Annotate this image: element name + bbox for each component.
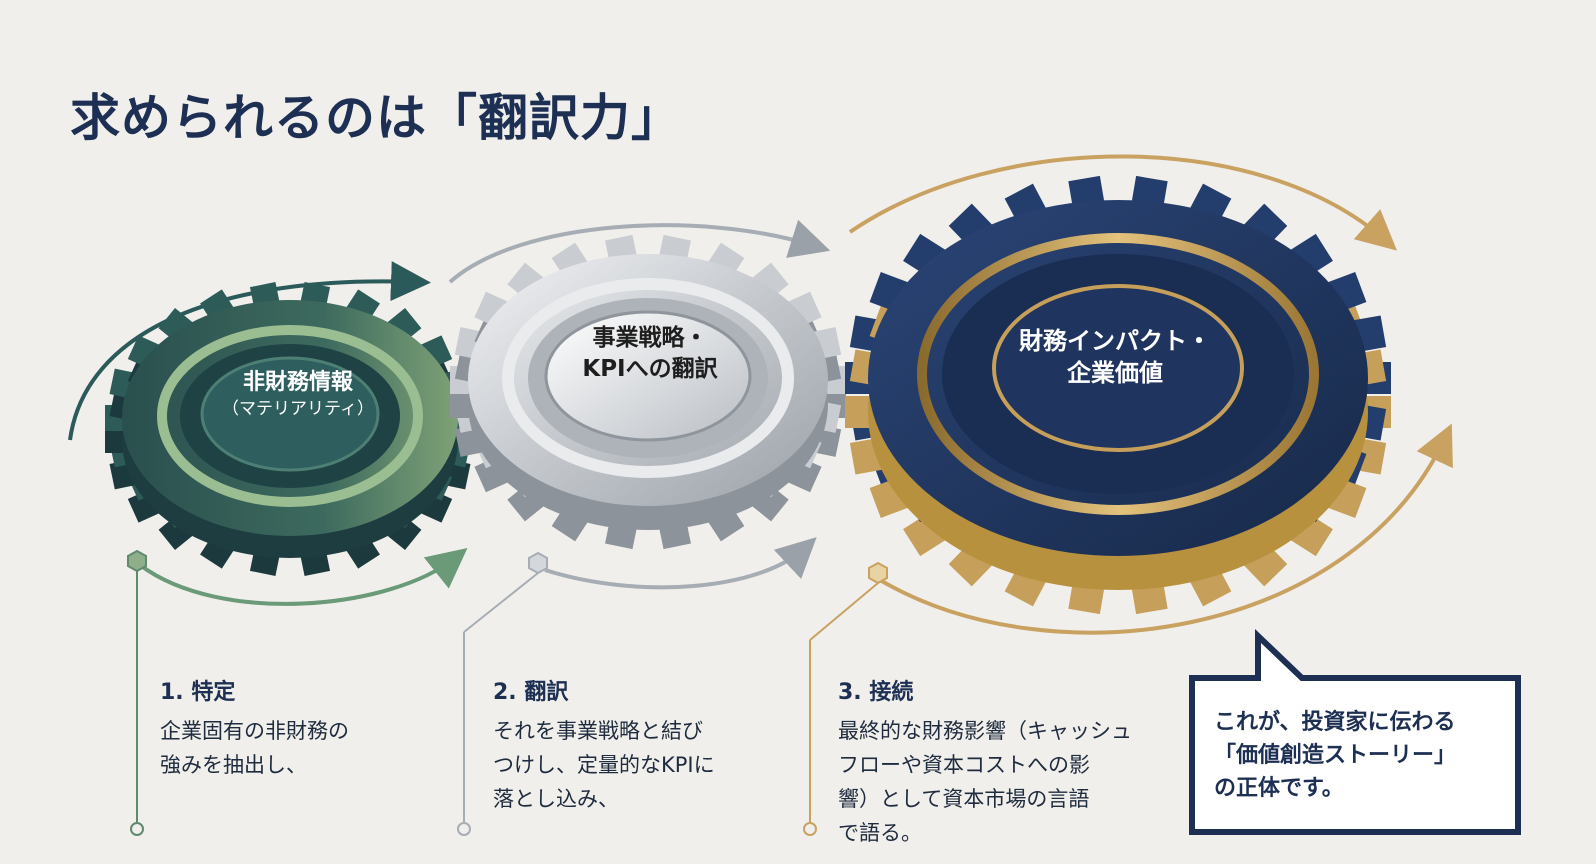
step-1-body-line: 企業固有の非財務の [160, 714, 420, 748]
gear-3-label: 財務インパクト・ 企業価値 [1000, 325, 1230, 390]
callout-line-3: の正体です。 [1214, 772, 1514, 805]
gear-3-label-line-1: 財務インパクト・ [1000, 325, 1230, 357]
gear-3 [845, 176, 1391, 614]
step-3: 3. 接続 最終的な財務影響（キャッシュ フローや資本コストへの影 響）として資… [838, 674, 1178, 850]
step-2-body-line: それを事業戦略と結び [493, 714, 773, 748]
step-3-body-line: で語る。 [838, 816, 1178, 850]
step-3-body: 最終的な財務影響（キャッシュ フローや資本コストへの影 響）として資本市場の言語… [838, 714, 1178, 850]
connector-1 [128, 551, 146, 835]
step-1-heading: 1. 特定 [160, 674, 420, 706]
gear-2 [450, 235, 846, 549]
callout-text: これが、投資家に伝わる 「価値創造ストーリー」 の正体です。 [1214, 706, 1514, 805]
step-2-heading: 2. 翻訳 [493, 674, 773, 706]
gear-3-label-line-2: 企業価値 [1000, 357, 1230, 389]
callout-line-1: これが、投資家に伝わる [1214, 706, 1514, 739]
step-1-body-line: 強みを抽出し、 [160, 748, 420, 782]
step-3-body-line: 響）として資本市場の言語 [838, 782, 1178, 816]
step-2: 2. 翻訳 それを事業戦略と結び つけし、定量的なKPIに 落とし込み、 [493, 674, 773, 816]
gear-1 [105, 282, 475, 576]
step-2-body-line: つけし、定量的なKPIに [493, 748, 773, 782]
step-1: 1. 特定 企業固有の非財務の 強みを抽出し、 [160, 674, 420, 782]
arrow-bottom-gear1 [140, 558, 455, 604]
gear-1-label-line-2: （マテリアリティ） [198, 398, 398, 421]
gear-2-label: 事業戦略・ KPIへの翻訳 [540, 323, 760, 385]
step-2-body: それを事業戦略と結び つけし、定量的なKPIに 落とし込み、 [493, 714, 773, 816]
callout-line-2: 「価値創造ストーリー」 [1214, 739, 1514, 772]
step-1-body: 企業固有の非財務の 強みを抽出し、 [160, 714, 420, 782]
gear-1-label: 非財務情報 （マテリアリティ） [198, 368, 398, 421]
gear-2-label-line-2: KPIへの翻訳 [540, 354, 760, 385]
step-3-body-line: 最終的な財務影響（キャッシュ [838, 714, 1178, 748]
step-3-body-line: フローや資本コストへの影 [838, 748, 1178, 782]
step-2-body-line: 落とし込み、 [493, 782, 773, 816]
step-3-heading: 3. 接続 [838, 674, 1178, 706]
gear-1-label-line-1: 非財務情報 [198, 368, 398, 398]
gear-2-label-line-1: 事業戦略・ [540, 323, 760, 354]
arrow-bottom-gear2 [545, 548, 805, 587]
